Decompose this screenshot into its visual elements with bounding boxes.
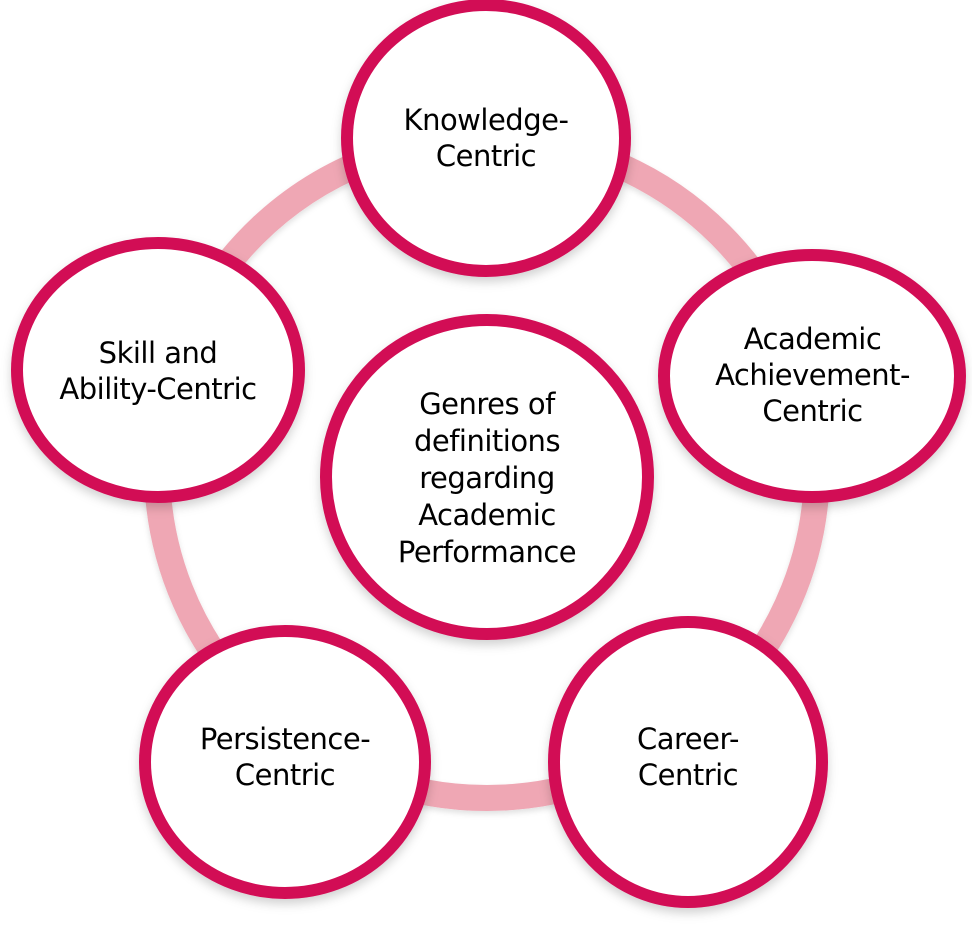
center-node-circle [320,314,654,640]
node-knowledge-circle [341,0,631,277]
node-persistence-label: Persistence- Centric [199,722,371,792]
node-skill-ability-label: Skill and Ability-Centric [59,336,257,406]
node-career-circle [548,616,828,908]
node-academic-achievement-label: Academic Achievement- Centric [715,322,910,428]
node-academic-achievement-circle [658,249,966,503]
node-career-label: Career- Centric [636,722,740,792]
node-knowledge-label: Knowledge- Centric [403,103,569,173]
node-skill-ability-circle [11,237,305,503]
node-persistence-circle [139,625,431,899]
center-node-label: Genres of definitions regarding Academic… [397,386,577,569]
